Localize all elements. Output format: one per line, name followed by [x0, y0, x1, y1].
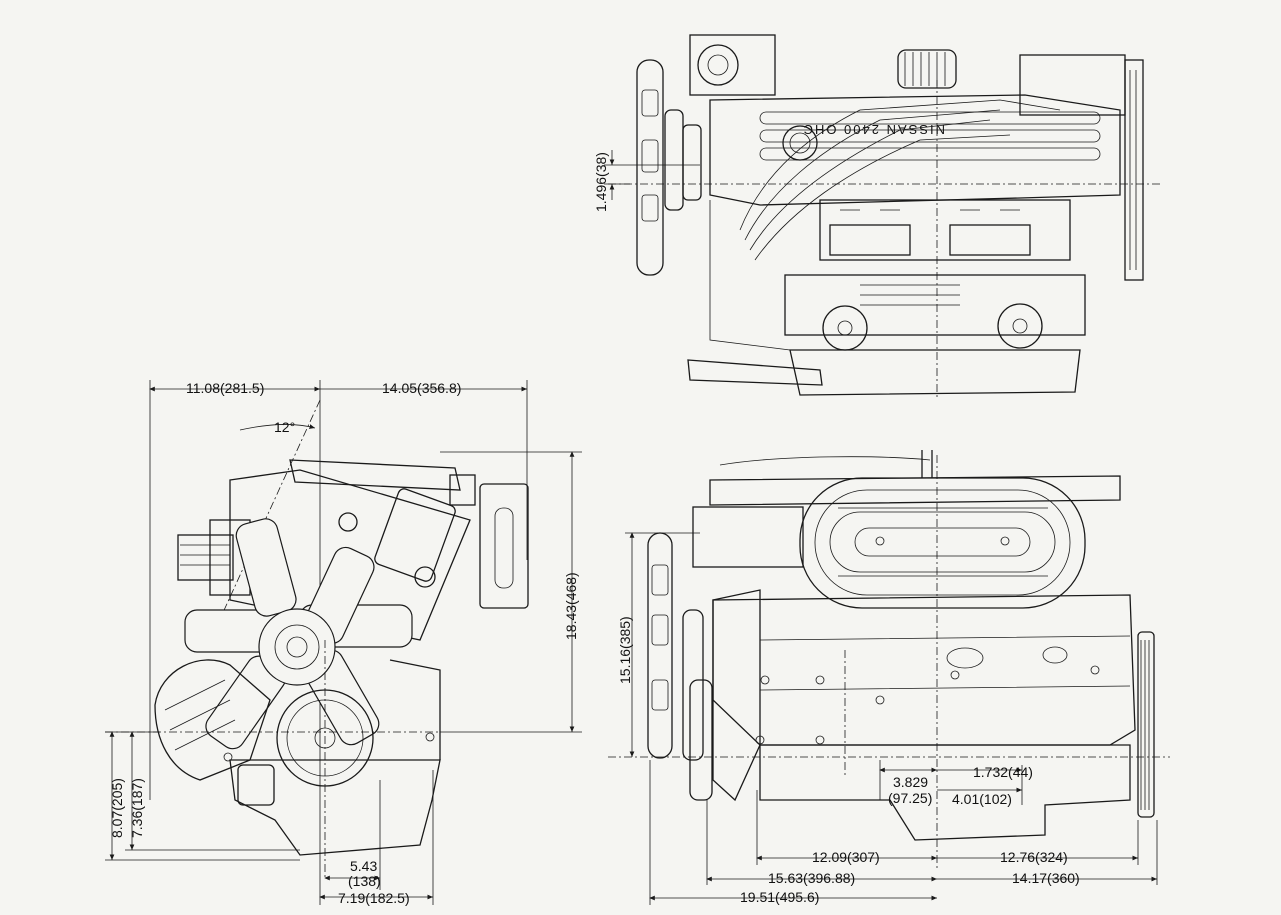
air-cleaner — [799, 477, 1086, 609]
oil-pan — [789, 349, 1081, 396]
dim-front-low-inner: 7.36(187) — [129, 778, 145, 838]
dim-side-length-c: 15.63(396.88) — [768, 870, 855, 886]
dim-side-length-b: 12.76(324) — [1000, 849, 1068, 865]
dim-front-left-width: 11.08(281.5) — [186, 380, 264, 396]
dim-side-length-a: 12.09(307) — [812, 849, 880, 865]
fan-blade-outline — [636, 59, 664, 276]
dim-side-height: 15.16(385) — [617, 616, 633, 684]
engine-block — [712, 594, 1136, 746]
dim-top-offset: 1.496(38) — [593, 152, 609, 212]
oil-filler-cap — [897, 49, 957, 89]
carburetor-left — [822, 305, 868, 351]
dim-front-right-width: 14.05(356.8) — [382, 380, 461, 396]
front-view: 11.08(281.5) 14.05(356.8) 12° 18.43(468) — [105, 380, 582, 906]
carburetor-right — [997, 303, 1043, 349]
dim-front-low-outer: 8.07(205) — [109, 778, 125, 838]
side-view: 15.16(385) 3.829 (97.25) 1.732(44) 4.01(… — [608, 450, 1170, 905]
dim-side-mount-c: 4.01(102) — [952, 791, 1012, 807]
front-fan — [184, 518, 413, 750]
top-view: NISSAN 2400 OHC 1.496(38) — [593, 34, 1160, 400]
dim-side-mount-b: 1.732(44) — [973, 764, 1033, 780]
dim-front-bottom-a1: 5.43 — [350, 858, 377, 874]
distributor-cap — [697, 44, 739, 86]
dim-tilt-angle: 12° — [274, 419, 295, 435]
dim-side-mount-a2: (97.25) — [888, 790, 932, 806]
dim-front-bottom-b: 7.19(182.5) — [338, 890, 410, 906]
oil-pan-side — [759, 744, 1131, 841]
dim-front-bottom-a2: (138) — [348, 873, 381, 889]
air-cleaner-end — [479, 483, 529, 609]
engine-brand-text: NISSAN 2400 OHC — [802, 122, 945, 137]
dim-side-mount-a1: 3.829 — [893, 774, 928, 790]
flywheel — [1137, 631, 1155, 818]
dim-front-height: 18.43(468) — [563, 572, 579, 640]
dim-side-length-total: 19.51(495.6) — [740, 889, 819, 905]
dim-side-length-d: 14.17(360) — [1012, 870, 1080, 886]
cam-cover — [709, 94, 1121, 206]
